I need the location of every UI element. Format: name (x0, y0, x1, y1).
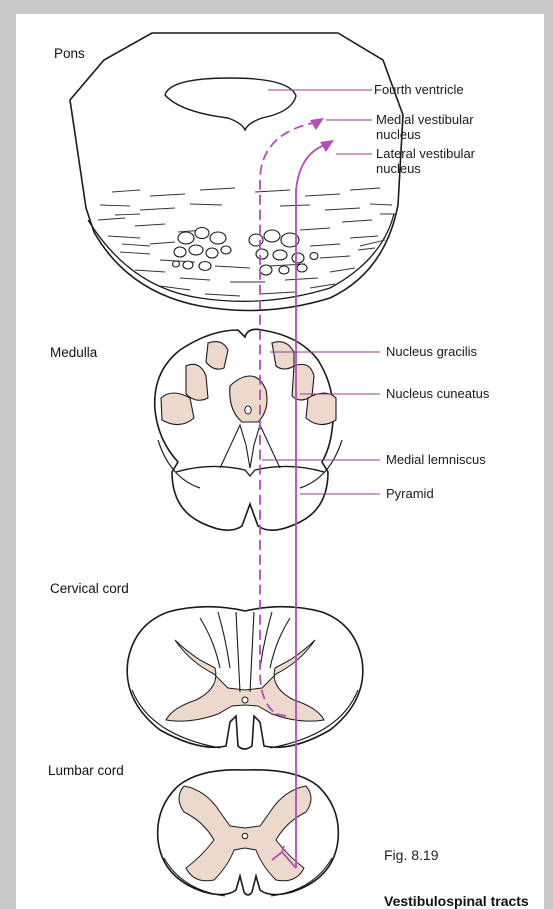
section-label-cervical: Cervical cord (50, 581, 129, 596)
cervical-section (127, 607, 363, 749)
label-pyramid: Pyramid (386, 486, 434, 501)
section-label-pons: Pons (54, 46, 85, 61)
lumbar-section (158, 770, 339, 896)
section-label-lumbar: Lumbar cord (48, 763, 124, 778)
cervical-outline (127, 607, 363, 749)
pons-outline (70, 33, 403, 311)
pons-section (70, 33, 403, 311)
central-canal-cervical (242, 697, 248, 703)
central-canal-lumbar (242, 833, 248, 839)
label-lateral-vestibular-1: Lateral vestibular (376, 146, 476, 161)
central-canal-medulla (245, 406, 251, 414)
figure-number: Fig. 8.19 (384, 847, 439, 863)
label-fourth-ventricle: Fourth ventricle (374, 82, 464, 97)
label-medial-lemniscus: Medial lemniscus (386, 452, 486, 467)
medulla-outline (155, 329, 334, 530)
label-lateral-vestibular-2: nucleus (376, 161, 421, 176)
label-nucleus-cuneatus: Nucleus cuneatus (386, 386, 490, 401)
label-medial-vestibular-2: nucleus (376, 127, 421, 142)
label-nucleus-gracilis: Nucleus gracilis (386, 344, 478, 359)
label-medial-vestibular-1: Medial vestibular (376, 112, 474, 127)
section-label-medulla: Medulla (50, 345, 98, 360)
figure-title: Vestibulospinal tracts (384, 893, 529, 909)
medulla-section (155, 329, 342, 530)
